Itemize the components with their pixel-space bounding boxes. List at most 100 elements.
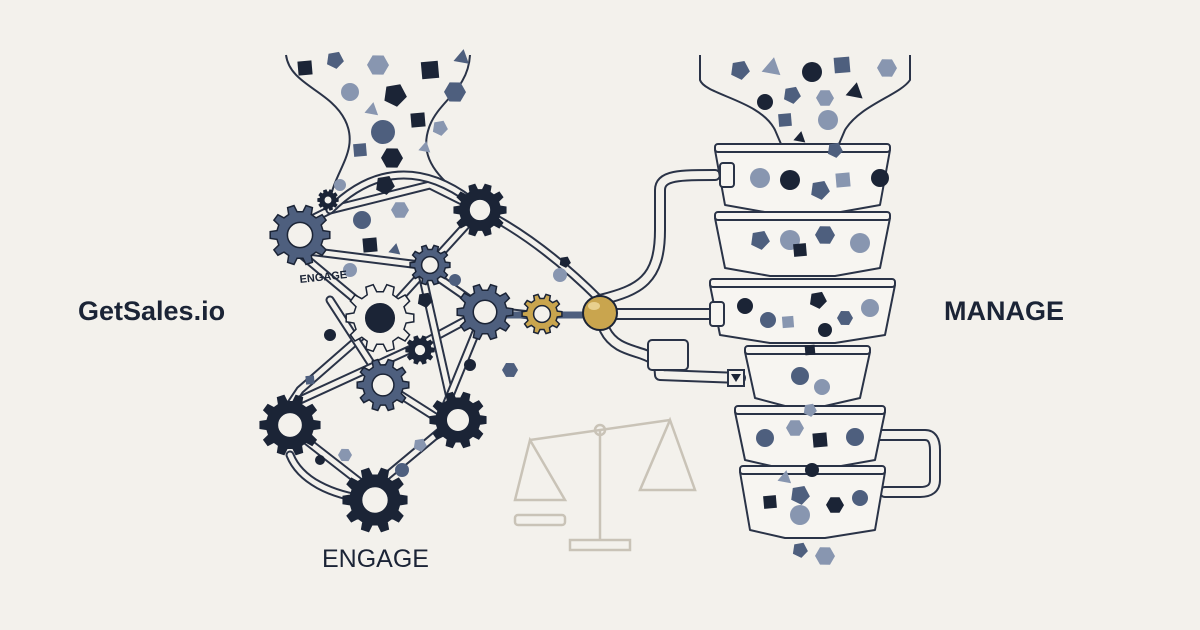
- shape-particle-icon: [376, 176, 395, 195]
- shape-particle-icon: [381, 148, 403, 168]
- left-hopper: [285, 54, 471, 201]
- shape-particle-icon: [850, 233, 870, 253]
- gear-icon: [405, 335, 435, 365]
- shape-particle-icon: [453, 49, 469, 64]
- shape-particle-icon: [343, 263, 357, 277]
- shape-particle-icon: [420, 60, 440, 80]
- shape-particle-icon: [315, 455, 325, 465]
- pipe-icon: [874, 429, 941, 498]
- shape-particle-icon: [444, 82, 466, 102]
- gear-icon: [521, 293, 563, 335]
- shape-particle-icon: [815, 547, 835, 565]
- connector-pipes: [582, 169, 941, 498]
- shape-particle-icon: [750, 168, 770, 188]
- shape-particle-icon: [845, 82, 863, 99]
- shape-particle-icon: [362, 237, 378, 253]
- shape-particle-icon: [553, 268, 567, 282]
- gear-icon: [259, 394, 321, 456]
- shape-particle-icon: [835, 172, 851, 188]
- shape-particle-icon: [792, 542, 808, 558]
- shape-particle-icon: [395, 463, 409, 477]
- shape-particle-icon: [305, 375, 315, 385]
- shape-particle-icon: [791, 486, 810, 505]
- shape-particle-icon: [816, 90, 834, 106]
- shape-particle-icon: [803, 403, 817, 417]
- shape-particle-icon: [751, 231, 770, 250]
- engage-small-label: ENGAGE: [299, 269, 348, 286]
- shape-particle-icon: [818, 323, 832, 337]
- shape-particle-icon: [371, 120, 395, 144]
- gear-icon: [453, 183, 507, 237]
- shape-particle-icon: [761, 57, 781, 76]
- shape-particle-icon: [877, 59, 897, 77]
- funnel-icon: [709, 278, 896, 344]
- shape-particle-icon: [812, 432, 828, 448]
- shape-particle-icon: [388, 243, 401, 255]
- shape-particle-icon: [818, 110, 838, 130]
- pipe-box: [647, 339, 689, 371]
- shape-particle-icon: [837, 311, 853, 325]
- engage-gears: [259, 183, 563, 533]
- shape-particle-icon: [810, 291, 827, 309]
- shape-particle-icon: [815, 226, 835, 244]
- gear-icon: [269, 204, 331, 266]
- shape-particle-icon: [757, 94, 773, 110]
- pipe-joint: [719, 162, 735, 188]
- pipe-joint: [709, 301, 725, 327]
- manage-funnel-stack: [699, 55, 911, 539]
- shape-particle-icon: [341, 83, 359, 101]
- shape-particle-icon: [760, 312, 776, 328]
- shape-particle-icon: [786, 420, 804, 436]
- shape-particle-icon: [384, 84, 407, 107]
- gear-icon: [317, 189, 339, 211]
- shape-particle-icon: [778, 113, 792, 127]
- shape-particle-icon: [502, 363, 518, 377]
- shape-particle-icon: [417, 292, 433, 308]
- gear-icon: [409, 244, 451, 286]
- shape-particle-icon: [763, 495, 777, 509]
- gear-icon: [429, 391, 487, 449]
- shape-particle-icon: [811, 181, 830, 200]
- shape-particle-icon: [804, 344, 816, 356]
- scale-icon: [513, 416, 697, 552]
- gear-icon: [356, 358, 410, 412]
- shape-particle-icon: [353, 143, 367, 157]
- shape-particle-icon: [413, 438, 427, 452]
- shape-particle-icon: [364, 102, 379, 116]
- shape-particle-icon: [410, 112, 426, 128]
- shape-particle-icon: [464, 359, 476, 371]
- gear-icon: [342, 467, 408, 533]
- shape-particle-icon: [833, 56, 851, 74]
- arrow-icon: [731, 374, 741, 382]
- valve-icon: [582, 295, 618, 331]
- shape-particle-icon: [814, 379, 830, 395]
- shape-particle-icon: [793, 131, 806, 143]
- shape-particle-icon: [780, 170, 800, 190]
- shape-particle-icon: [334, 179, 346, 191]
- shape-particle-icon: [861, 299, 879, 317]
- shape-particle-icon: [802, 62, 822, 82]
- engage-caption: ENGAGE: [322, 545, 429, 573]
- shape-particle-icon: [327, 51, 344, 69]
- shape-particle-icon: [353, 211, 371, 229]
- shape-particle-icon: [827, 142, 843, 158]
- shape-particle-icon: [731, 61, 750, 80]
- funnel-icon: [714, 143, 891, 214]
- brand-title: GetSales.io: [78, 296, 226, 326]
- shape-particle-icon: [846, 428, 864, 446]
- shape-particle-icon: [391, 202, 409, 218]
- shape-particle-icon: [790, 505, 810, 525]
- shape-particle-icon: [737, 298, 753, 314]
- shape-particle-icon: [432, 120, 448, 136]
- gear-icon: [345, 283, 415, 353]
- shape-particle-icon: [784, 86, 801, 104]
- shape-particle-icon: [338, 448, 352, 462]
- gear-icon: [456, 283, 514, 341]
- shape-particle-icon: [367, 55, 389, 75]
- shape-particle-icon: [324, 329, 336, 341]
- shape-particle-icon: [871, 169, 889, 187]
- shape-particle-icon: [559, 256, 571, 268]
- shape-particle-icon: [791, 367, 809, 385]
- shape-particle-icon: [418, 141, 431, 153]
